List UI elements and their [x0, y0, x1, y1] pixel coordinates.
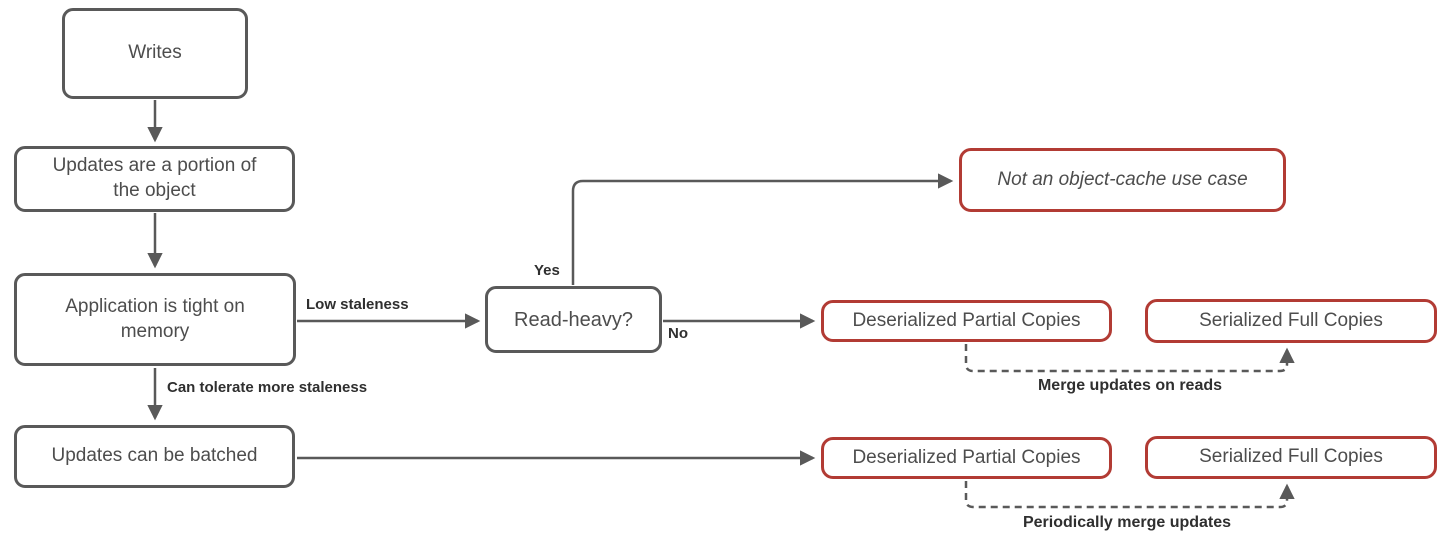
node-row2-deserialized-label: Deserialized Partial Copies: [852, 446, 1081, 468]
node-app-tight-memory: Application is tight on memory: [14, 273, 296, 366]
node-updates-batched-label: Updates can be batched: [51, 445, 258, 467]
edge-label-can-tolerate-staleness: Can tolerate more staleness: [167, 379, 368, 396]
edge-merge-updates-on-reads-dashed: [964, 344, 1295, 373]
edge-label-periodically-merge-updates: Periodically merge updates: [1022, 514, 1232, 531]
node-row2-serialized-label: Serialized Full Copies: [1199, 446, 1383, 468]
edge-read-heavy-yes-to-not-cache: [571, 173, 954, 285]
node-row1-serialized-label: Serialized Full Copies: [1199, 309, 1383, 331]
node-updates-batched: Updates can be batched: [14, 425, 295, 488]
node-updates-portion: Updates are a portion of the object: [14, 146, 295, 212]
node-not-object-cache: Not an object-cache use case: [959, 148, 1286, 212]
node-writes: Writes: [62, 8, 248, 99]
edge-label-low-staleness: Low staleness: [306, 296, 409, 313]
node-app-tight-memory-label: Application is tight on memory: [65, 295, 245, 342]
node-row2-serialized-full-copies: Serialized Full Copies: [1145, 436, 1437, 479]
node-row1-deserialized-label: Deserialized Partial Copies: [852, 309, 1081, 331]
node-row1-deserialized-partial-copies: Deserialized Partial Copies: [821, 300, 1112, 342]
node-updates-portion-label: Updates are a portion of the object: [52, 155, 257, 201]
node-row2-deserialized-partial-copies: Deserialized Partial Copies: [821, 437, 1112, 479]
edge-label-yes: Yes: [534, 262, 560, 279]
node-not-object-cache-label: Not an object-cache use case: [997, 168, 1248, 190]
node-row1-serialized-full-copies: Serialized Full Copies: [1145, 299, 1437, 343]
node-read-heavy: Read-heavy?: [485, 286, 662, 353]
edge-label-merge-updates-on-reads: Merge updates on reads: [1037, 377, 1223, 394]
edge-periodically-merge-dashed: [964, 481, 1295, 509]
node-read-heavy-label: Read-heavy?: [514, 308, 633, 331]
node-writes-label: Writes: [128, 42, 182, 64]
edge-label-no: No: [668, 325, 688, 342]
